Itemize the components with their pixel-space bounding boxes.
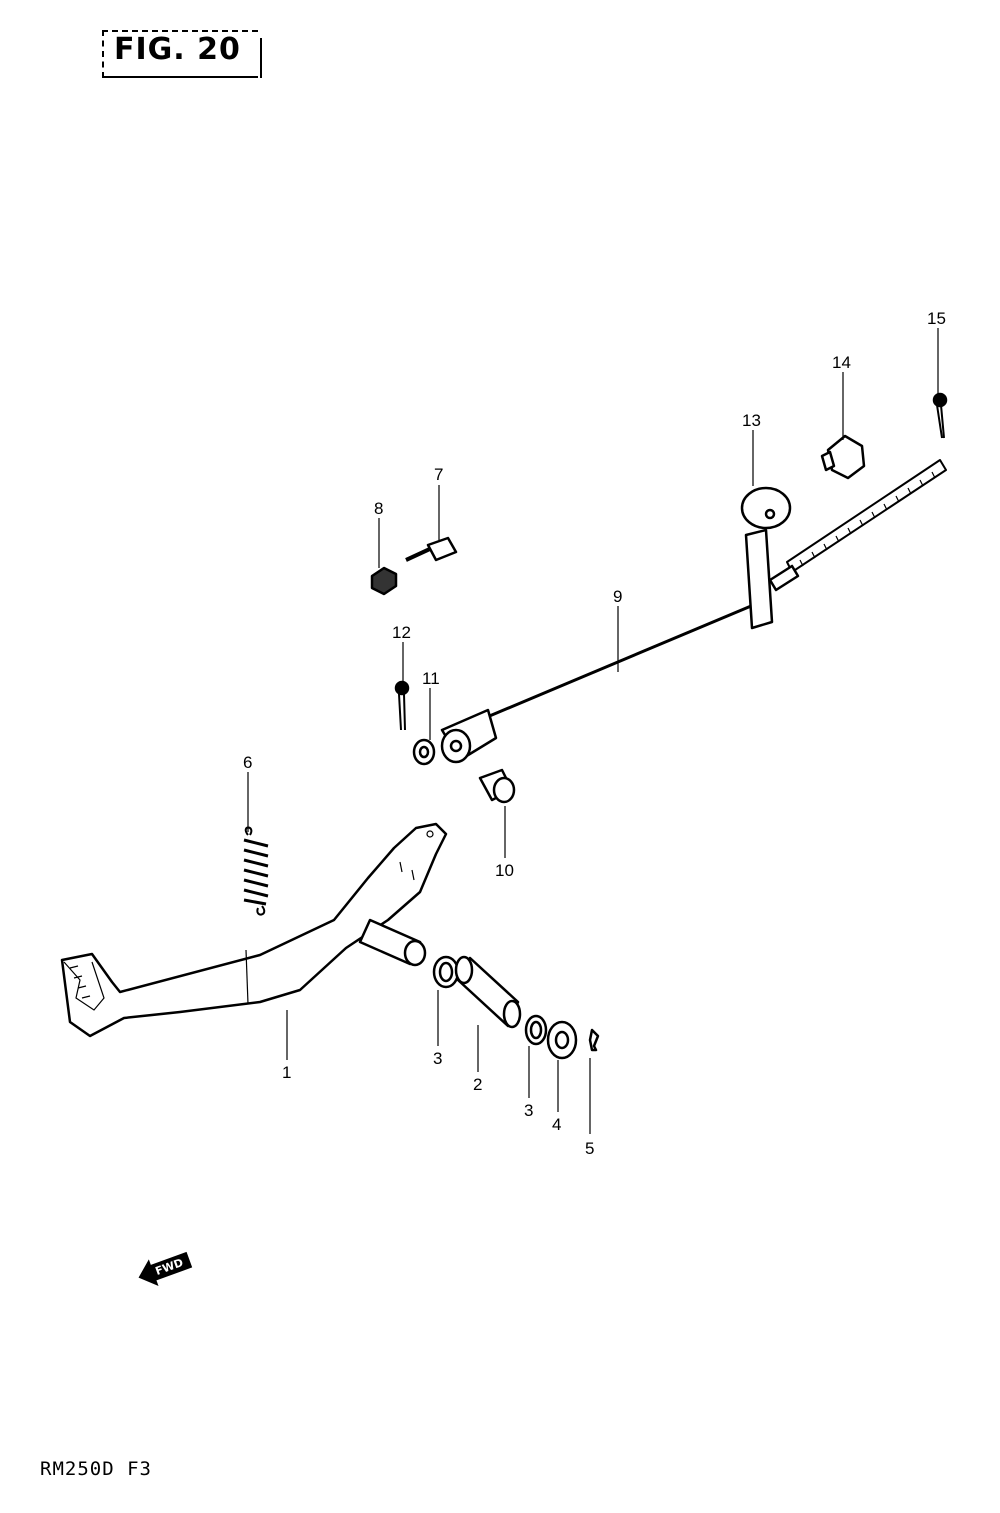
- part-washer-3b: [524, 1014, 548, 1046]
- callout-3a: 3: [433, 1049, 442, 1068]
- part-bushing-2: [454, 955, 522, 1029]
- callout-5: 5: [585, 1139, 594, 1158]
- part-return-spring-6: [243, 826, 269, 916]
- part-clevis-pin-10: [478, 768, 516, 804]
- callout-9: 9: [613, 587, 622, 606]
- figure-label-frame: [102, 30, 262, 78]
- forward-direction-arrow-icon: FWD: [138, 1251, 193, 1287]
- part-cotter-pin-12: [394, 680, 410, 731]
- part-adjuster-nut-14: [820, 434, 866, 480]
- part-washer-3a: [432, 955, 460, 989]
- callout-1: 1: [282, 1063, 291, 1082]
- part-clevis-joint: [440, 708, 498, 764]
- callout-14: 14: [832, 353, 851, 372]
- leader-lines: [247, 328, 939, 1134]
- part-cotter-pin-5: [588, 1028, 600, 1052]
- callout-13: 13: [742, 411, 761, 430]
- callout-11: 11: [422, 669, 440, 688]
- callout-8: 8: [374, 499, 383, 518]
- callout-10: 10: [495, 861, 514, 880]
- part-washer-11: [412, 738, 436, 766]
- callout-3b: 3: [524, 1101, 533, 1120]
- callout-6: 6: [243, 753, 252, 772]
- model-code-label: RM250D F3: [40, 1458, 152, 1480]
- part-trunnion-13: [740, 486, 792, 630]
- callout-2: 2: [473, 1075, 482, 1094]
- callout-4: 4: [552, 1115, 561, 1134]
- callout-15: 15: [927, 309, 946, 328]
- part-cotter-pin-15: [932, 392, 948, 439]
- callout-12: 12: [392, 623, 411, 642]
- part-bolt-7: [405, 536, 458, 562]
- part-brake-pedal-1: [60, 822, 448, 1038]
- part-washer-4: [546, 1020, 578, 1060]
- callout-7: 7: [434, 465, 443, 484]
- part-nut-8: [370, 566, 398, 596]
- part-brake-rod-9: [479, 459, 947, 722]
- figure-label: FIG. 20: [114, 32, 241, 67]
